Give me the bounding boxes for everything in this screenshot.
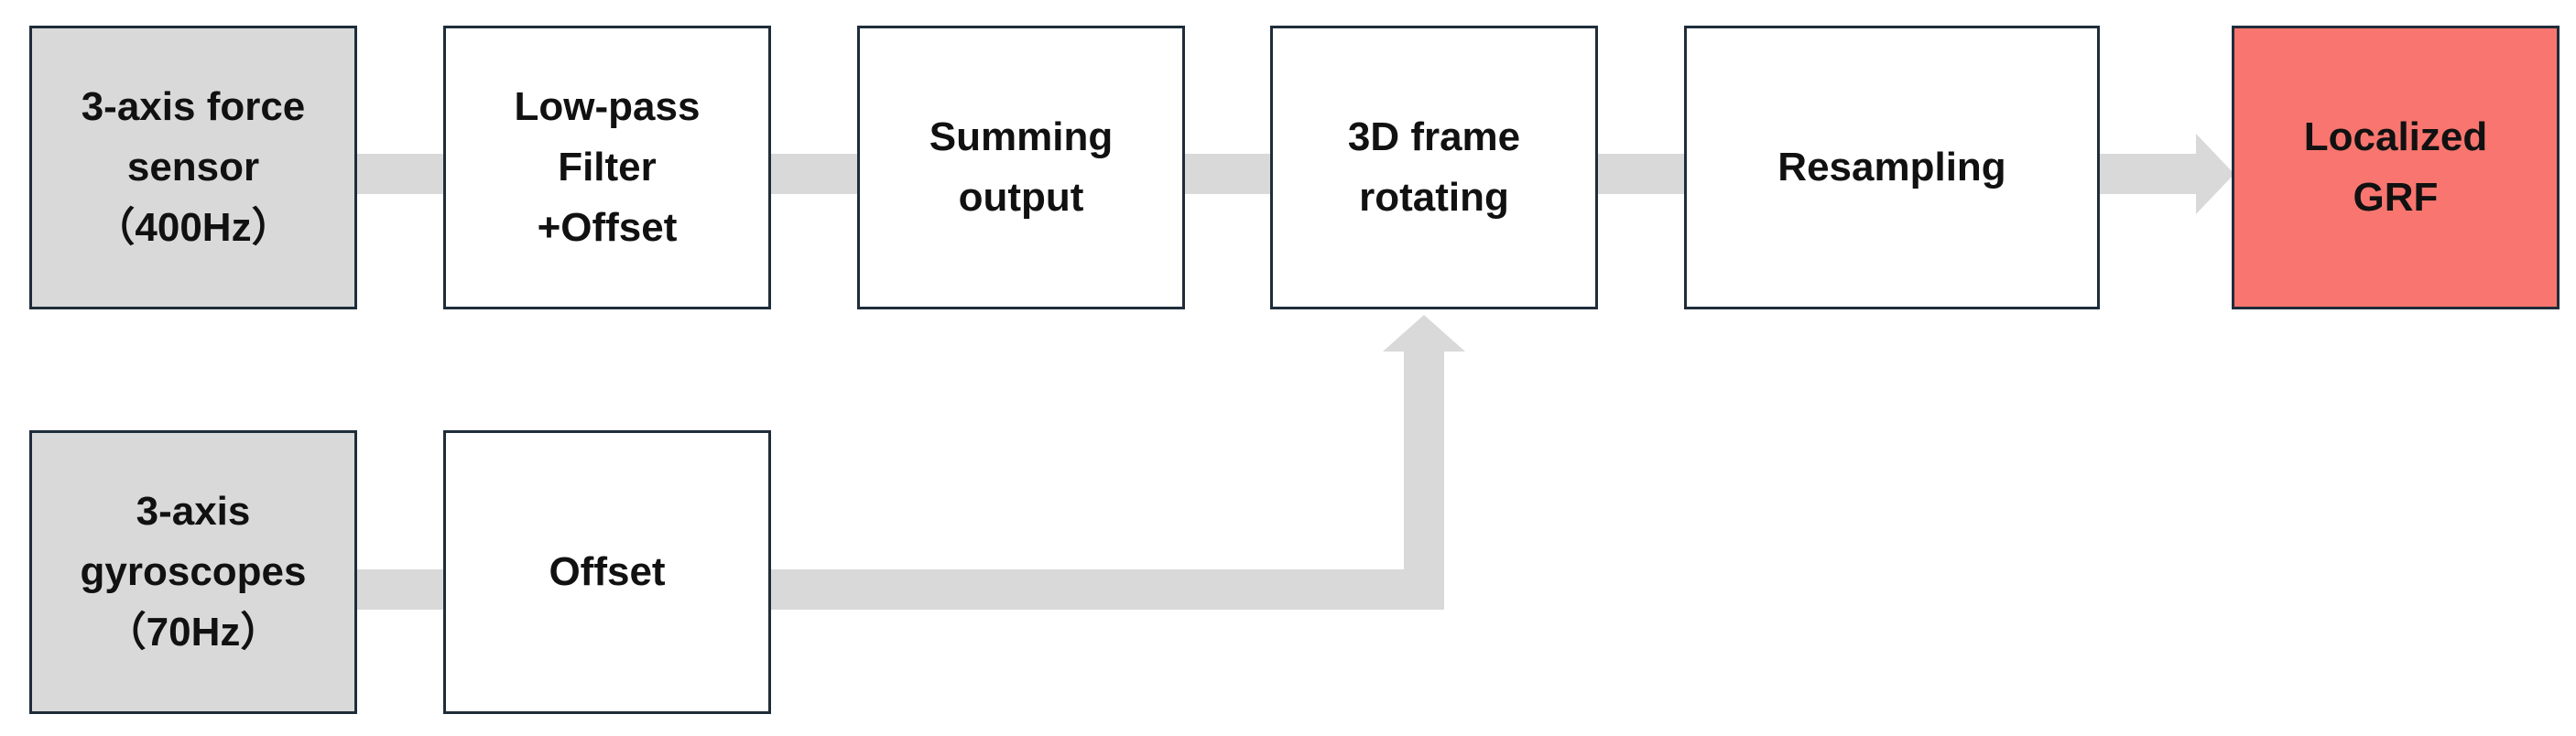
node-frame-rotating: 3D frame rotating: [1270, 26, 1598, 309]
node-summing-output-label: Summing output: [929, 114, 1114, 220]
node-localized-grf-label: Localized GRF: [2303, 114, 2488, 220]
edge-offset-to-rotating-horizontal: [769, 569, 1444, 610]
edge-rotating-to-resampling: [1596, 154, 1688, 194]
node-offset-label: Offset: [549, 549, 666, 594]
edge-force-to-filter: [357, 154, 449, 194]
node-summing-output: Summing output: [857, 26, 1185, 309]
arrowhead-to-grf: [2196, 134, 2234, 214]
arrowhead-to-rotating: [1383, 315, 1465, 352]
node-offset: Offset: [443, 430, 771, 714]
edge-gyro-to-offset: [357, 569, 449, 610]
node-frame-rotating-label: 3D frame rotating: [1347, 114, 1521, 220]
node-localized-grf: Localized GRF: [2232, 26, 2560, 309]
edge-filter-to-summing: [769, 154, 861, 194]
edge-resampling-to-grf: [2098, 154, 2199, 194]
node-force-sensor: 3-axis force sensor （400Hz）: [29, 26, 357, 309]
node-gyroscopes-label: 3-axis gyroscopes （70Hz）: [80, 489, 307, 655]
edge-summing-to-rotating: [1183, 154, 1275, 194]
node-gyroscopes: 3-axis gyroscopes （70Hz）: [29, 430, 357, 714]
node-resampling: Resampling: [1684, 26, 2100, 309]
node-lowpass-filter: Low-pass Filter +Offset: [443, 26, 771, 309]
node-lowpass-filter-label: Low-pass Filter +Offset: [514, 84, 701, 250]
node-resampling-label: Resampling: [1777, 145, 2006, 189]
edge-offset-to-rotating-vertical: [1404, 348, 1444, 610]
node-force-sensor-label: 3-axis force sensor （400Hz）: [81, 84, 306, 250]
